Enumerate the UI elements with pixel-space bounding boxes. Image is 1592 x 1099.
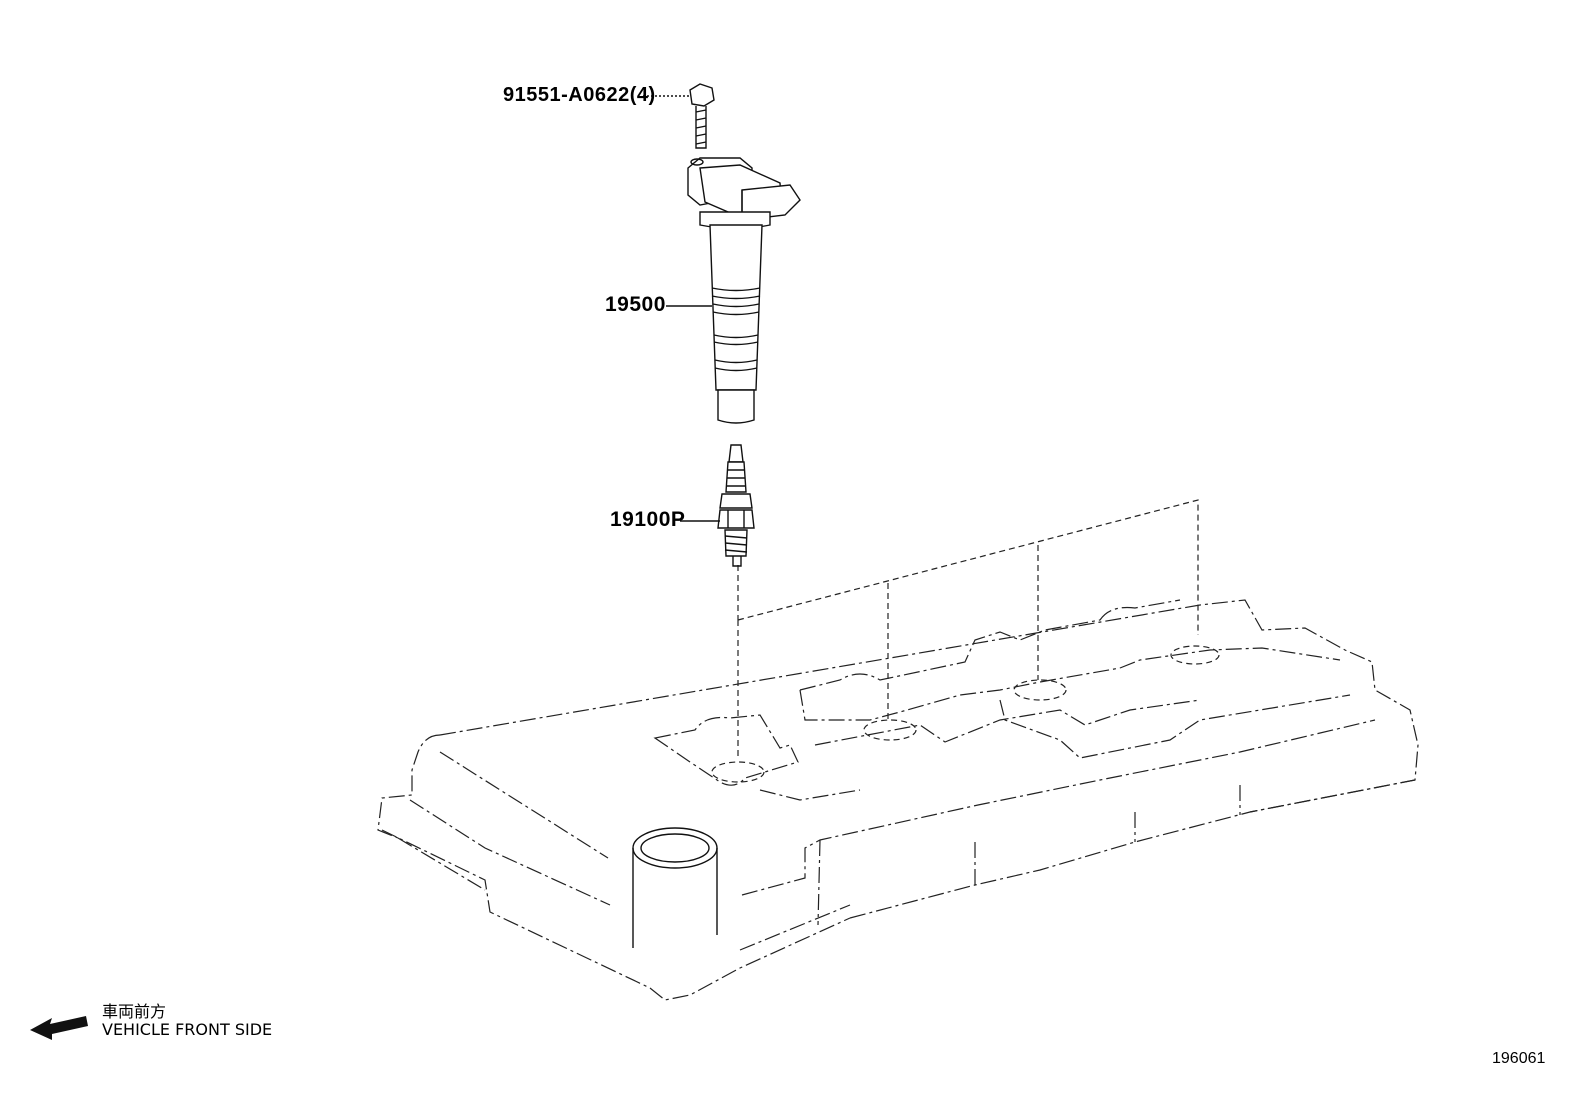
vehicle-front-label-jp: 車両前方 [102,1002,167,1021]
bolt-part-number: 91551-A0622(4) [503,84,656,106]
bolt-icon [689,83,715,149]
vehicle-front-label: VEHICLE FRONT SIDE [102,1020,273,1039]
ignition-coil-icon [687,157,801,424]
cylinder-head-cover-icon [377,599,1419,1001]
illustration-number: 196061 [1492,1050,1546,1067]
leader-lines [643,95,720,522]
spark-plug-part-number: 19100P [610,508,686,531]
spark-plug-icon [717,444,755,567]
ignition-coil-part-number: 19500 [605,293,666,316]
front-direction-arrow-icon [30,1016,88,1040]
coil-position-box [737,499,1199,760]
